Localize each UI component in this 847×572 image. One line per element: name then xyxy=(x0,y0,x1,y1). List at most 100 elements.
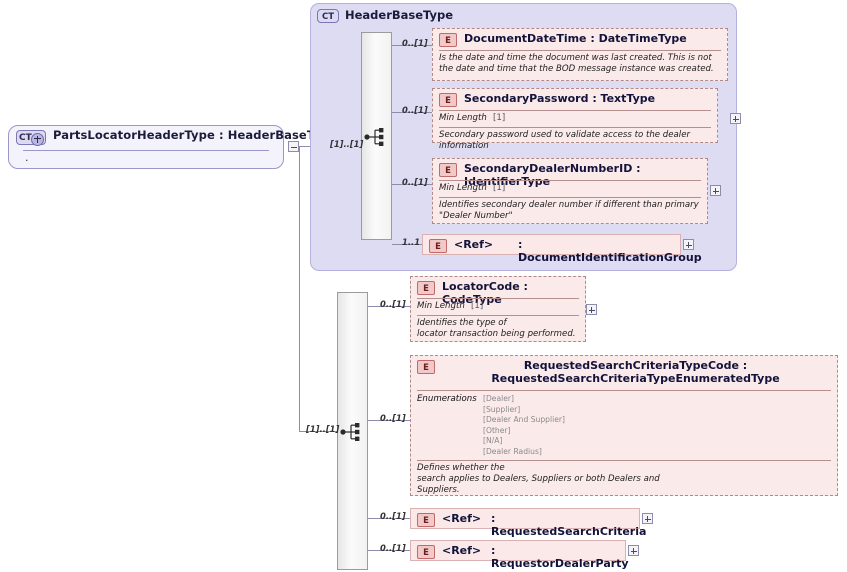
element-secondarydealernumberid[interactable]: E SecondaryDealerNumberID : IdentifierTy… xyxy=(432,158,708,224)
element-description: Identifies secondary dealer number if di… xyxy=(439,200,699,221)
element-badge-icon: E xyxy=(439,33,457,47)
expand-toggle-requestedsearchcriteria[interactable] xyxy=(642,513,653,524)
enumerations-label: Enumerations xyxy=(417,394,477,404)
element-header: E SecondaryDealerNumberID : IdentifierTy… xyxy=(433,159,707,188)
enumeration-item: [Dealer And Supplier] xyxy=(483,415,565,425)
branch-line-4 xyxy=(392,244,422,245)
cardinality-top-sequence: [1]..[1] xyxy=(330,139,364,149)
element-ref-documentidentificationgroup[interactable]: E <Ref> : DocumentIdentificationGroup xyxy=(422,234,702,264)
facet-label-minlength: Min Length xyxy=(439,113,487,123)
branch-line-7 xyxy=(368,518,410,519)
element-description: Is the date and time the document was la… xyxy=(439,53,714,74)
ref-type-label: : DocumentIdentificationGroup xyxy=(518,238,702,264)
element-description: Defines whether the search applies to De… xyxy=(417,463,660,495)
element-documentdatetime[interactable]: E DocumentDateTime : DateTimeType Is the… xyxy=(432,28,728,81)
branch-line-6 xyxy=(368,420,410,421)
element-requestedsearchcriteriatypecode[interactable]: E RequestedSearchCriteriaTypeCode : Requ… xyxy=(410,355,838,496)
divider xyxy=(417,460,831,461)
branch-line-5 xyxy=(368,306,410,307)
enumeration-item: [Dealer] xyxy=(483,394,515,403)
element-description: Identifies the type of locator transacti… xyxy=(417,318,576,339)
element-badge-icon: E xyxy=(417,545,435,559)
cardinality-secondarydealernumberid: 0..[1] xyxy=(402,177,428,187)
element-name: SecondaryDealerNumberID : IdentifierType xyxy=(464,162,641,188)
connector-trunk-to-local-sequence xyxy=(299,431,337,432)
branch-line-3 xyxy=(392,184,432,185)
expand-toggle-requestordealerparty[interactable] xyxy=(628,545,639,556)
element-badge-icon: E xyxy=(417,513,435,527)
divider xyxy=(417,390,831,391)
divider xyxy=(439,50,721,51)
element-name: RequestedSearchCriteriaTypeCode : Reques… xyxy=(491,359,780,385)
expand-toggle-secondarypassword[interactable] xyxy=(730,113,741,124)
root-header: CT PartsLocatorHeaderType : HeaderBaseTy… xyxy=(9,126,337,150)
divider xyxy=(417,315,579,316)
element-header: E <Ref> : DocumentIdentificationGroup xyxy=(423,235,702,264)
enumeration-item: [Other] xyxy=(483,425,511,435)
cardinality-documentdatetime: 0..[1] xyxy=(402,38,428,48)
complextype-badge-icon-2: CT xyxy=(317,9,339,23)
element-header: E LocatorCode : CodeType xyxy=(411,277,585,306)
cardinality-ref-requestordealerparty: 0..[1] xyxy=(380,543,406,553)
connector-trunk-vertical xyxy=(299,146,300,431)
ref-label: <Ref> xyxy=(454,238,494,251)
element-header: E <Ref> : RequestorDealerParty xyxy=(411,541,629,570)
headerbasetype-label: HeaderBaseType xyxy=(345,8,454,22)
root-complextype-box[interactable]: CT PartsLocatorHeaderType : HeaderBaseTy… xyxy=(8,125,337,169)
branch-line-1 xyxy=(392,45,432,46)
element-badge-icon: E xyxy=(417,281,435,295)
facet-value-minlength: [1] xyxy=(471,301,484,311)
cardinality-documentidentificationgroup: 1..1 xyxy=(402,237,421,247)
facet-label-minlength: Min Length xyxy=(417,301,465,311)
sequence-icon xyxy=(364,128,384,146)
ref-type-label: : RequestedSearchCriteria xyxy=(491,512,647,538)
element-ref-requestordealerparty[interactable]: E <Ref> : RequestorDealerParty xyxy=(410,540,629,570)
branch-line-2 xyxy=(392,112,432,113)
element-header: E SecondaryPassword : TextType xyxy=(433,89,717,110)
element-name: LocatorCode : CodeType xyxy=(442,280,528,306)
divider xyxy=(439,110,711,111)
element-badge-icon: E xyxy=(439,93,457,107)
root-annotation-dot: . xyxy=(25,151,29,164)
facet-value-minlength: [1] xyxy=(493,183,506,193)
collapse-toggle-root[interactable] xyxy=(288,141,299,152)
plus-circle-icon[interactable] xyxy=(31,132,44,146)
element-locatorcode[interactable]: E LocatorCode : CodeType Min Length [1] … xyxy=(410,276,586,342)
branch-line-8 xyxy=(368,550,410,551)
complextype-badge-label: CT xyxy=(19,133,32,143)
cardinality-requestedsearchcriteriatypecode: 0..[1] xyxy=(380,413,406,423)
enumeration-item: [Dealer Radius] xyxy=(483,446,542,456)
element-badge-icon: E xyxy=(439,163,457,177)
element-header: E <Ref> : RequestedSearchCriteria xyxy=(411,509,646,538)
enumerations-list: [Dealer] [Supplier] [Dealer And Supplier… xyxy=(483,394,565,458)
expand-toggle-documentidentificationgroup[interactable] xyxy=(683,239,694,250)
element-header: E DocumentDateTime : DateTimeType xyxy=(433,29,727,50)
ref-label: <Ref> xyxy=(442,544,482,557)
element-ref-requestedsearchcriteria[interactable]: E <Ref> : RequestedSearchCriteria xyxy=(410,508,646,538)
page-title: PartsLocatorHeaderType : HeaderBaseType xyxy=(53,128,338,142)
element-badge-icon: E xyxy=(417,360,435,374)
divider xyxy=(439,197,701,198)
facet-label-minlength: Min Length xyxy=(439,183,487,193)
element-name: SecondaryPassword : TextType xyxy=(464,92,656,105)
expand-toggle-locatorcode[interactable] xyxy=(586,304,597,315)
sequence-compositor-bottom[interactable] xyxy=(337,292,368,570)
divider xyxy=(439,127,711,128)
facet-value-minlength: [1] xyxy=(493,113,506,123)
divider xyxy=(417,298,579,299)
element-name: DocumentDateTime : DateTimeType xyxy=(464,32,687,45)
cardinality-ref-requestedsearchcriteria: 0..[1] xyxy=(380,511,406,521)
sequence-compositor-top[interactable] xyxy=(361,32,392,240)
enumeration-item: [N/A] xyxy=(483,436,503,446)
divider xyxy=(439,180,701,181)
element-badge-icon: E xyxy=(429,239,447,253)
enumeration-item: [Supplier] xyxy=(483,404,521,414)
expand-toggle-secondarydealernumberid[interactable] xyxy=(710,185,721,196)
element-description: Secondary password used to validate acce… xyxy=(439,130,691,151)
cardinality-bottom-sequence: [1]..[1] xyxy=(306,424,340,434)
ref-type-label: : RequestorDealerParty xyxy=(491,544,629,570)
sequence-icon xyxy=(340,423,360,441)
divider xyxy=(23,150,269,151)
ref-label: <Ref> xyxy=(442,512,482,525)
element-secondarypassword[interactable]: E SecondaryPassword : TextType Min Lengt… xyxy=(432,88,718,151)
